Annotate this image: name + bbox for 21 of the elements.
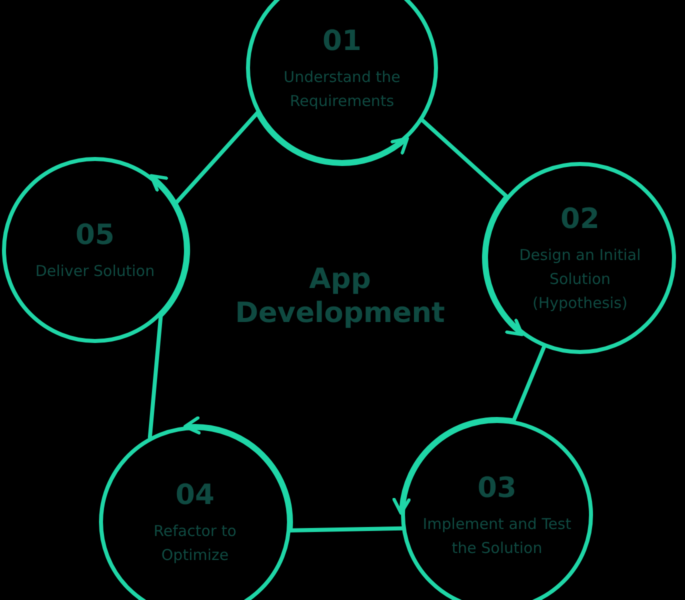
step-circle bbox=[2, 157, 188, 343]
title: App Development bbox=[234, 262, 446, 330]
step-label: Implement and Test the Solution bbox=[422, 514, 572, 558]
arrow bbox=[393, 345, 546, 515]
arrow bbox=[183, 416, 404, 532]
step-number: 04 bbox=[176, 478, 214, 510]
step-number: 01 bbox=[322, 24, 362, 56]
arrow bbox=[148, 174, 190, 440]
step-number: 02 bbox=[560, 202, 600, 234]
step-label: Refactor to Optimize bbox=[152, 520, 238, 566]
step-circle bbox=[246, 0, 438, 164]
step-number: 03 bbox=[478, 470, 516, 504]
step-circle bbox=[401, 419, 593, 600]
arrow bbox=[174, 111, 410, 206]
step-label: Design an Initial Solution (Hypothesis) bbox=[518, 244, 642, 314]
step-number: 05 bbox=[76, 218, 114, 250]
arrow bbox=[420, 118, 524, 336]
step-label: Understand the Requirements bbox=[282, 66, 402, 112]
step-label: Deliver Solution bbox=[35, 260, 155, 282]
step-circle bbox=[484, 162, 676, 354]
step-circle bbox=[99, 426, 291, 600]
